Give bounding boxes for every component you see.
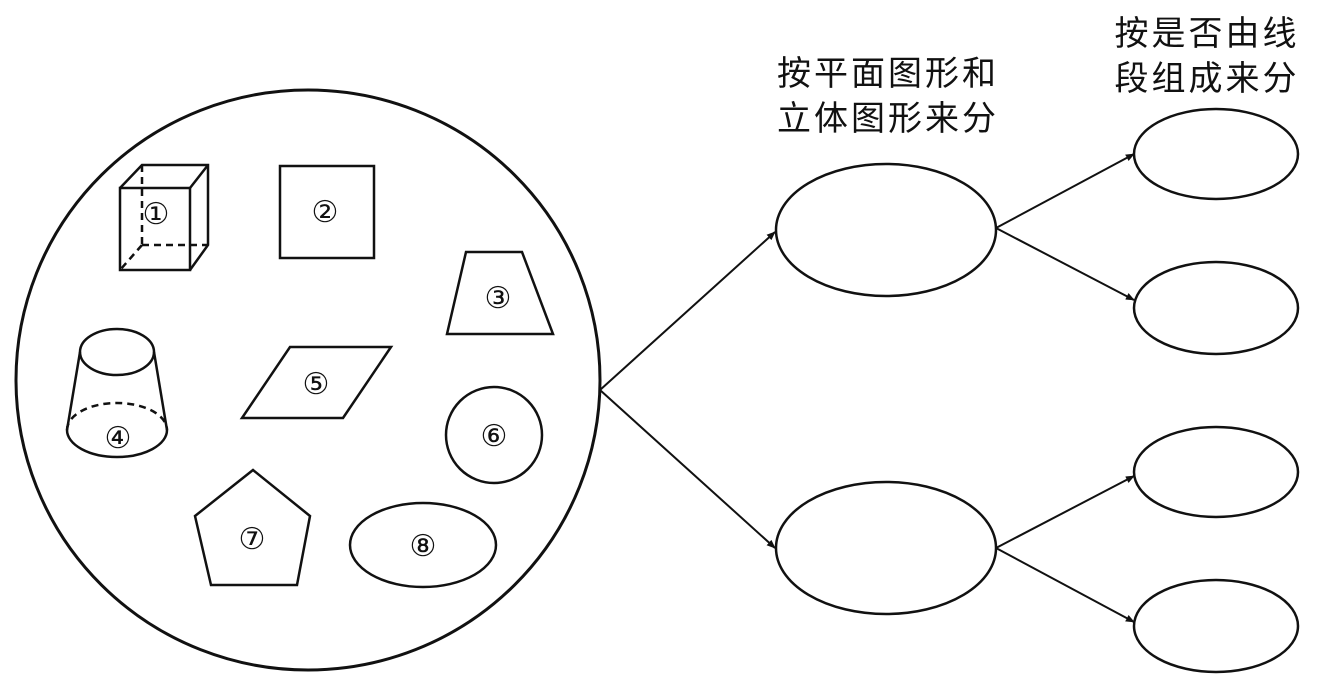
node-level2-b [1132,260,1300,356]
shape-label-3: ③ [485,281,512,316]
node-level1-top [774,162,998,298]
shape-ellipse [348,501,498,589]
shape-cube [118,163,210,272]
shape-label-4: ④ [105,421,132,456]
node-level2-d [1132,578,1300,674]
caption-level2-line2: 段组成来分 [1115,59,1300,99]
node-level2-c [1132,425,1300,519]
shape-label-2: ② [312,195,339,230]
caption-level1-line2: 立体图形来分 [777,99,999,139]
shape-square [278,164,376,260]
arrow-top-to-level2-b [995,227,1135,301]
shape-label-8: ⑧ [410,529,437,564]
shape-frustum [65,327,169,459]
arrow-top-to-level2-a [995,153,1135,229]
shape-label-5: ⑤ [303,367,330,402]
shape-label-1: ① [143,197,170,232]
arrow-bottom-to-level2-c [995,475,1135,549]
shape-parallelogram [239,345,394,420]
shape-circle [444,385,544,485]
arrow-to-level1-bottom [599,389,776,549]
arrow-bottom-to-level2-d [995,547,1135,623]
shapes-container-circle [14,88,602,672]
arrow-to-level1-top [599,231,776,391]
shape-pentagon [193,468,312,587]
shape-trapezoid [445,250,555,336]
shape-label-7: ⑦ [239,522,266,557]
node-level2-a [1132,107,1300,201]
shape-label-6: ⑥ [481,419,508,454]
caption-level1-line1: 按平面图形和 [777,54,999,94]
node-level1-bottom [774,480,998,616]
caption-level2-line1: 按是否由线 [1115,14,1300,54]
